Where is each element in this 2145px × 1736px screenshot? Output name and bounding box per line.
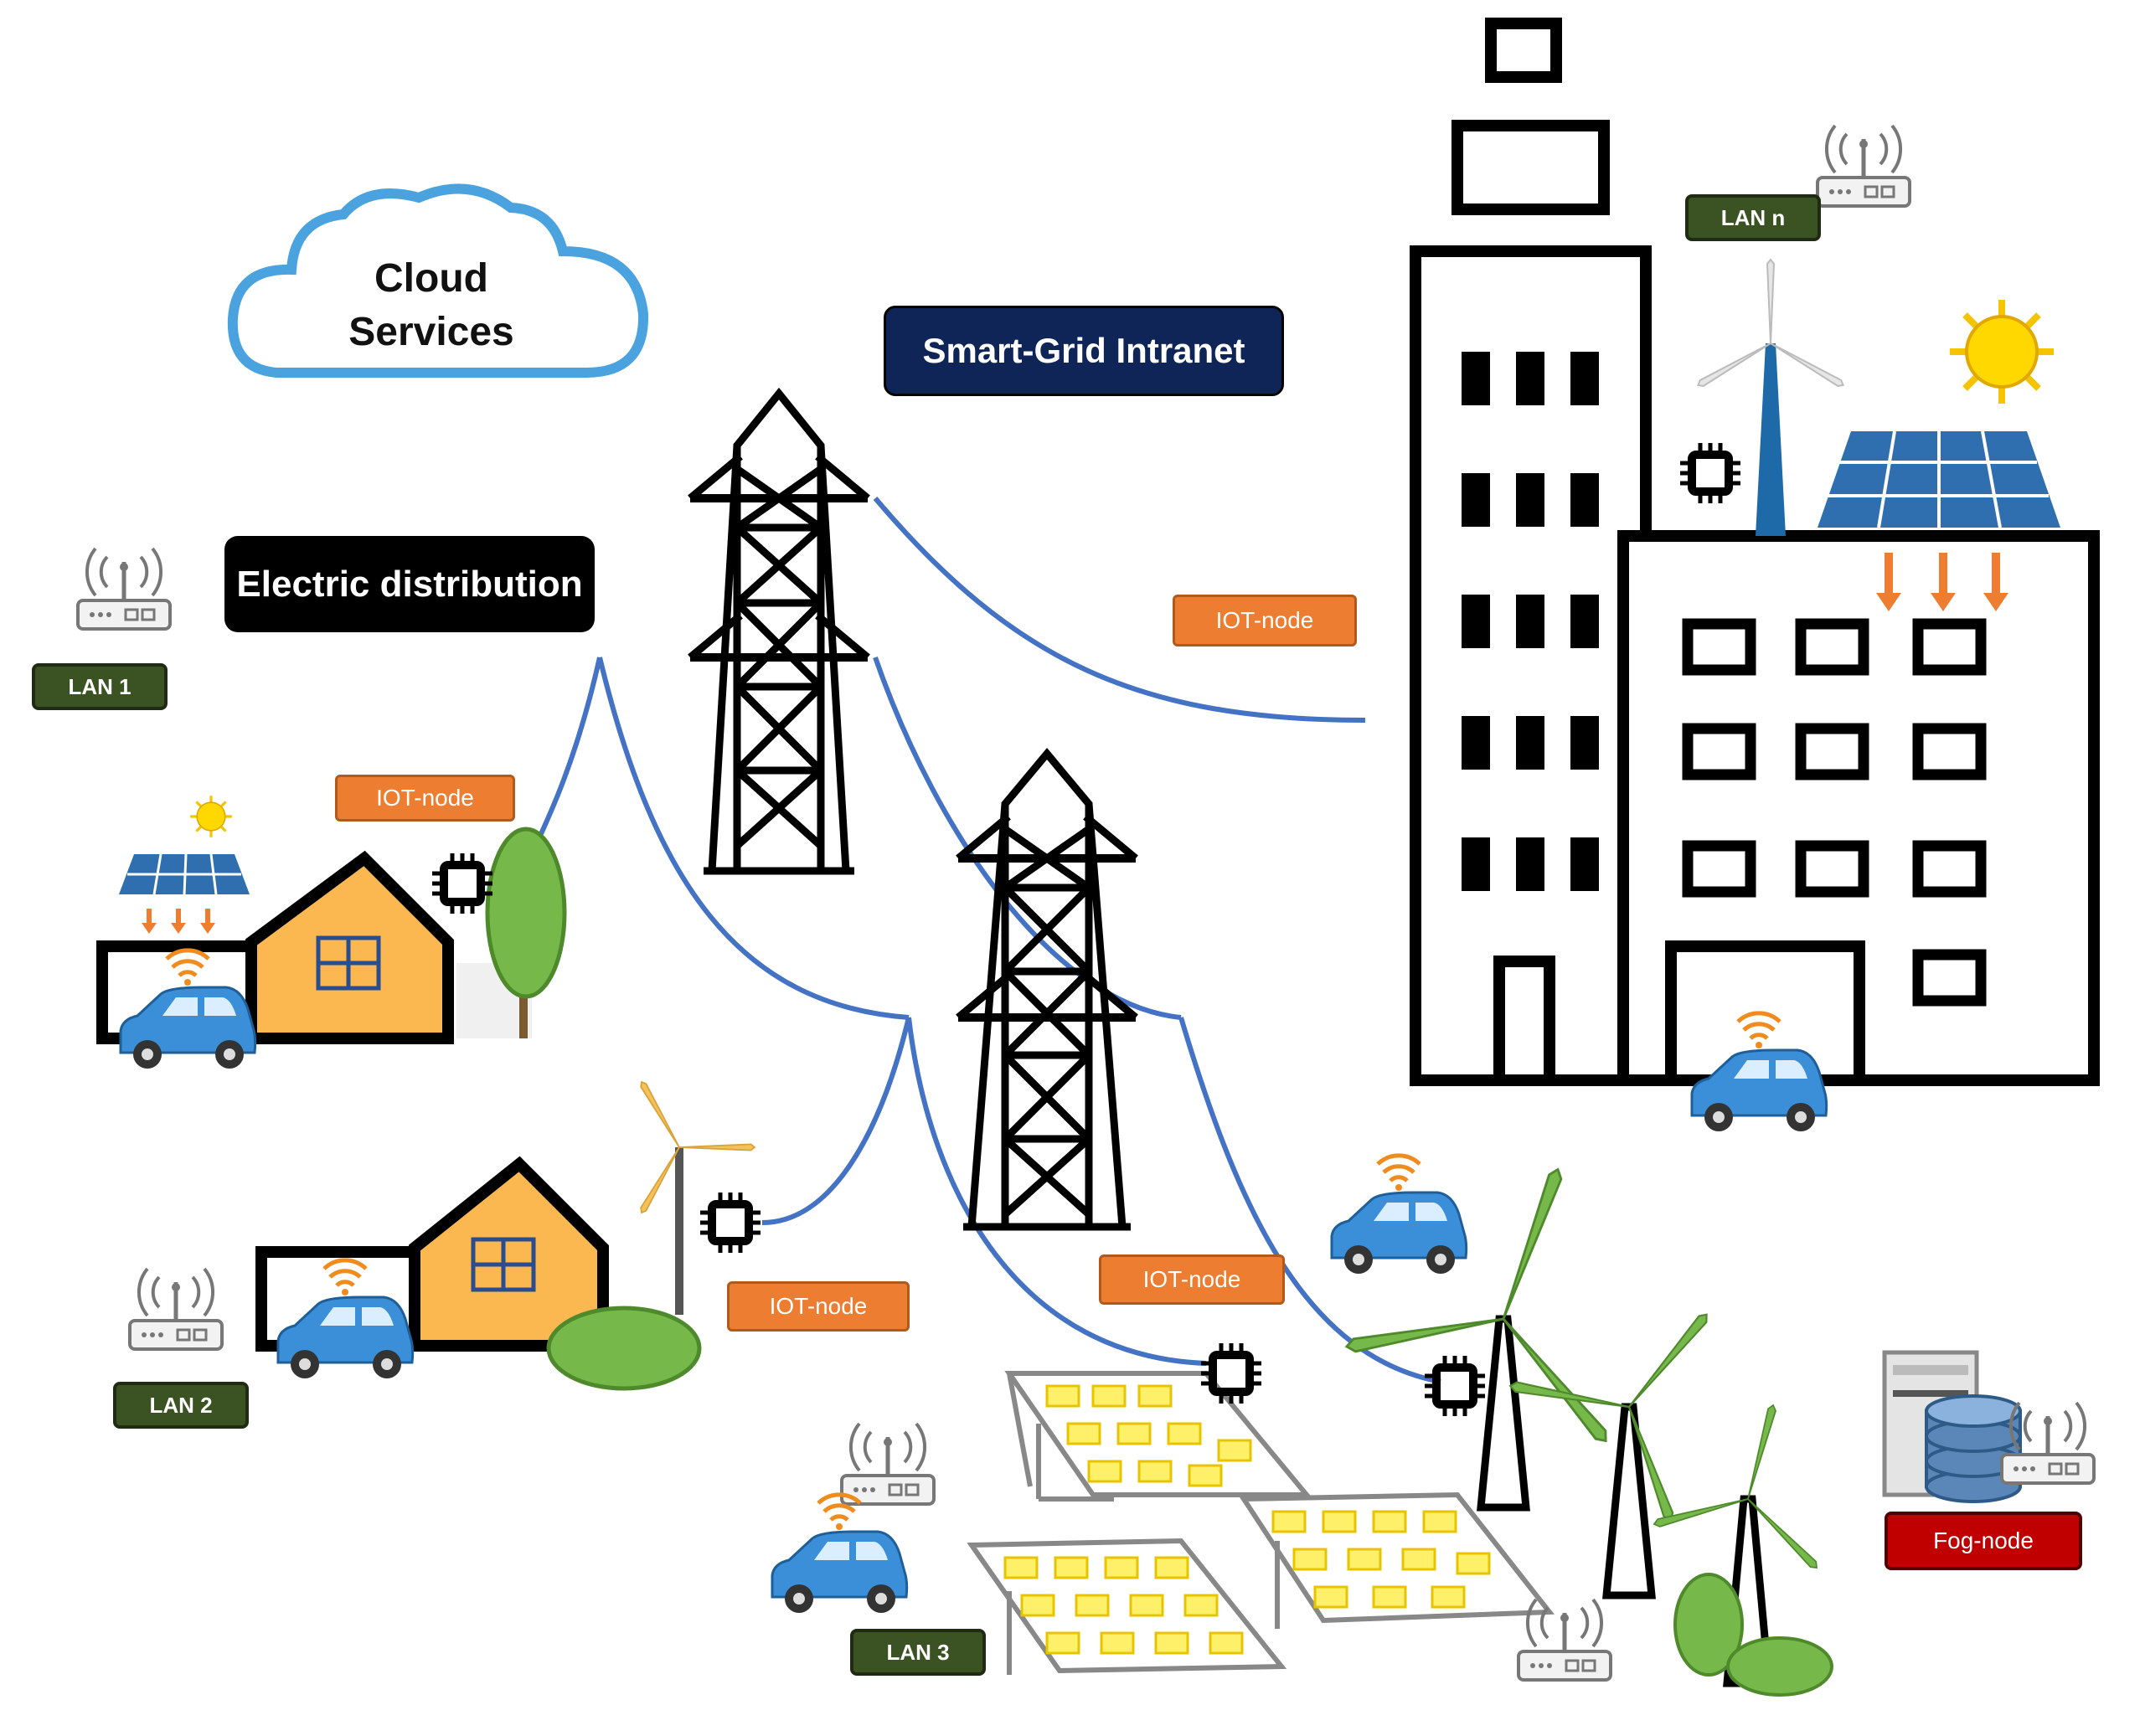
router-icon	[130, 1269, 222, 1349]
solar-panel-icon	[1239, 1491, 1555, 1629]
lan-badge-n: LAN n	[1685, 194, 1821, 241]
solar-panel-icon	[1004, 1371, 1312, 1502]
router-icon	[78, 549, 170, 629]
chip-icon	[1425, 1356, 1485, 1416]
tree-icon	[546, 1306, 702, 1391]
wind-turbine-icon	[583, 1048, 759, 1315]
database-icon	[1925, 1394, 2022, 1503]
building-windows	[1462, 352, 1599, 891]
cloud-label-line1: Cloud	[374, 256, 488, 301]
house-icon	[255, 1156, 609, 1352]
building-icon	[1410, 18, 2100, 1086]
chip-icon	[700, 1193, 761, 1253]
wind-turbine-icon	[1695, 259, 1846, 536]
sun-icon	[1950, 300, 2054, 404]
iot-node-label-house2: IOT-node	[727, 1281, 910, 1332]
car-icon	[278, 1260, 413, 1378]
cloud-icon	[227, 183, 649, 378]
distribution-label: Electric distribution	[224, 536, 595, 632]
iot-node-label-building: IOT-node	[1173, 595, 1357, 646]
solar-panel-icon	[119, 853, 250, 895]
lan-badge-2: LAN 2	[113, 1382, 249, 1429]
chip-icon	[1680, 443, 1740, 503]
down-arrows-icon	[1876, 553, 2008, 611]
tree-icon	[485, 827, 567, 1038]
intranet-label: Smart-Grid Intranet	[884, 306, 1284, 396]
cloud-label-line2: Services	[348, 310, 514, 354]
car-icon	[121, 950, 255, 1069]
car-icon	[772, 1495, 907, 1613]
down-arrows-icon	[142, 909, 215, 934]
transmission-tower-icon	[958, 747, 1136, 1231]
lan-badge-1: LAN 1	[32, 663, 168, 710]
router-icon	[842, 1424, 934, 1504]
car-icon	[1332, 1156, 1467, 1274]
tree-icon	[1673, 1573, 1833, 1697]
building-windows-right	[1682, 618, 1987, 1007]
cloud-label: Cloud Services	[322, 251, 540, 360]
chip-icon	[432, 853, 492, 914]
sun-icon	[188, 794, 234, 839]
iot-node-label-solar: IOT-node	[1099, 1254, 1285, 1305]
router-icon	[1818, 126, 1910, 206]
iot-node-label-house1: IOT-node	[335, 775, 515, 822]
solar-panel-icon	[967, 1538, 1287, 1675]
transmission-tower-icon	[690, 387, 868, 875]
lan-badge-3: LAN 3	[850, 1629, 986, 1676]
solar-panel-icon	[1818, 430, 2060, 528]
fog-node-label: Fog-node	[1885, 1512, 2082, 1570]
